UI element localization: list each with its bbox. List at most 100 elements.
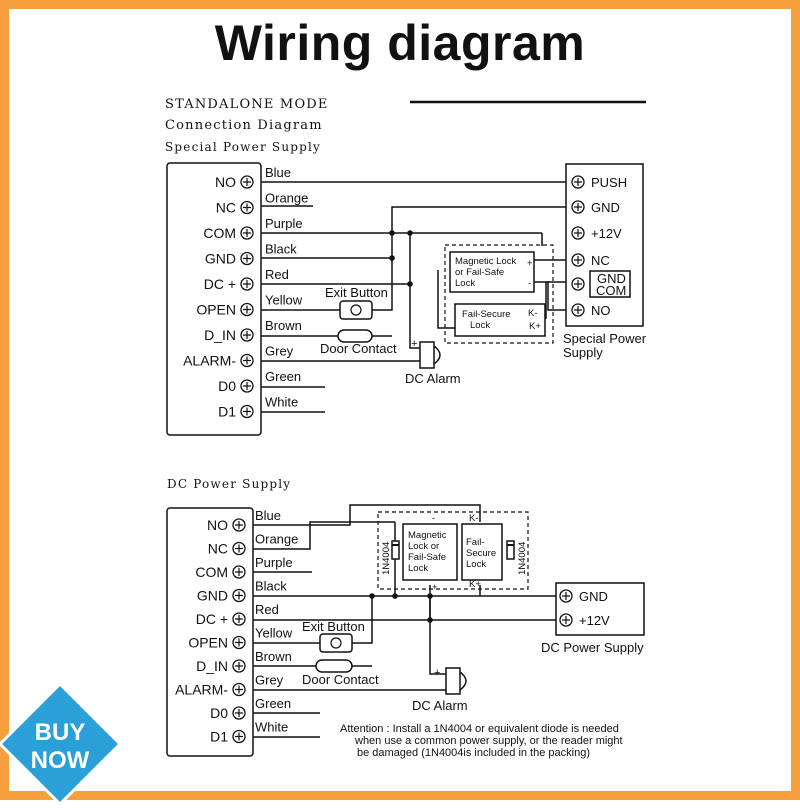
special-psu-box xyxy=(565,163,644,327)
failsecure-bottom xyxy=(461,523,503,581)
maglock-line3-top: Lock xyxy=(455,278,475,289)
bottom-terminal-label: NC xyxy=(208,541,228,557)
bottom-wire-color-label: Purple xyxy=(255,555,293,570)
bottom-terminal-screw-icon xyxy=(232,729,246,744)
failsecure-b-kplus: K+ xyxy=(469,579,481,590)
maglock-b-minus: - xyxy=(432,513,435,524)
top-wire-color-label: Yellow xyxy=(265,293,303,308)
top-terminal-screw-icon xyxy=(240,404,254,419)
alarm-plus-top: + xyxy=(411,338,417,350)
bottom-terminal-label: NO xyxy=(207,517,228,533)
dc-supply-heading: DC Power Supply xyxy=(167,477,291,491)
psu-bottom-terminal-label: GND xyxy=(579,589,608,604)
diode-right-label: 1N4004 xyxy=(517,542,528,575)
dc-alarm-label-bottom: DC Alarm xyxy=(412,698,468,713)
top-terminal-label: NC xyxy=(216,200,236,216)
top-wire-color-label: Blue xyxy=(265,165,291,180)
door-contact-top xyxy=(337,329,373,343)
exit-button-label-bottom: Exit Button xyxy=(302,619,365,634)
top-wire-color-label: Purple xyxy=(265,216,303,231)
bottom-terminal-screw-icon xyxy=(232,635,246,650)
maglock-minus-top: - xyxy=(528,278,531,289)
bottom-wire-color-label: Green xyxy=(255,696,291,711)
bottom-terminal-label: ALARM- xyxy=(175,682,228,698)
maglock-b-line1: Magnetic xyxy=(408,530,447,541)
diode-right xyxy=(506,540,515,560)
wires-bottom xyxy=(253,504,556,738)
top-terminal-label: D1 xyxy=(218,404,236,420)
dc-psu-box xyxy=(555,582,645,636)
top-terminal-screw-icon xyxy=(240,175,254,189)
badge-line2: NOW xyxy=(31,747,90,774)
top-terminal-screw-icon xyxy=(240,302,254,317)
bottom-terminal-label: D0 xyxy=(210,705,228,721)
failsecure-b-line2: Secure xyxy=(466,548,496,559)
top-terminal-label: D0 xyxy=(218,378,236,394)
psu-label-line1: Special Power xyxy=(563,331,647,346)
bottom-wire-color-label: Blue xyxy=(255,508,281,523)
bottom-terminal-label: D1 xyxy=(210,729,228,745)
failsecure-b-line3: Lock xyxy=(466,559,486,570)
door-contact-label-bottom: Door Contact xyxy=(302,672,379,687)
bottom-terminal-screw-icon xyxy=(232,541,246,556)
top-terminal-label: NO xyxy=(215,174,236,190)
psu-label-line2: Supply xyxy=(563,345,603,360)
bottom-terminal-screw-icon xyxy=(232,612,246,626)
buy-now-badge[interactable]: BUY NOW xyxy=(0,680,124,808)
bottom-wire-color-label: White xyxy=(255,720,288,735)
psu-com-label: COM xyxy=(596,283,626,298)
dc-alarm-label-top: DC Alarm xyxy=(405,371,461,386)
diode-left-label: 1N4004 xyxy=(381,542,392,575)
maglock-b-plus: + xyxy=(432,582,438,593)
bottom-terminal-label: D_IN xyxy=(196,658,228,674)
bottom-terminal-label: OPEN xyxy=(188,635,228,651)
bottom-terminal-screw-icon xyxy=(232,565,246,579)
psu-top-terminal-label: NC xyxy=(591,253,610,268)
top-terminal-screw-icon xyxy=(240,251,254,266)
bottom-wire-color-label: Red xyxy=(255,602,279,617)
top-wire-color-label: Red xyxy=(265,267,289,282)
top-wire-color-label: White xyxy=(265,395,298,410)
maglock-b-line3: Fail-Safe xyxy=(408,552,446,563)
top-terminal-screw-icon xyxy=(240,379,254,393)
psu-bottom-screw-icon xyxy=(559,589,573,603)
door-contact-label-top: Door Contact xyxy=(320,341,397,356)
top-terminal-screw-icon xyxy=(240,200,254,215)
psu-terminals-bottom: GND +12V xyxy=(559,589,610,628)
bottom-wire-color-label: Yellow xyxy=(255,626,293,641)
special-supply-heading: Special Power Supply xyxy=(165,140,321,154)
maglock-line1-top: Magnetic Lock xyxy=(455,256,517,267)
maglock-plus-top: + xyxy=(527,258,533,269)
bottom-wire-color-label: Orange xyxy=(255,532,298,547)
top-terminal-screw-icon xyxy=(240,226,254,240)
lock-group-bottom xyxy=(377,511,529,590)
psu-top-screw-icon xyxy=(571,175,585,189)
attention-line1: Attention : Install a 1N4004 or equivale… xyxy=(340,723,619,735)
top-terminal-screw-icon xyxy=(240,353,254,368)
top-terminal-label: ALARM- xyxy=(183,353,236,369)
attention-line3: be damaged (1N4004is included in the pac… xyxy=(357,747,590,759)
bottom-wire-color-label: Brown xyxy=(255,649,292,664)
controller-box-bottom xyxy=(166,507,254,757)
dc-psu-label: DC Power Supply xyxy=(541,640,644,655)
bottom-wire-color-label: Grey xyxy=(255,673,284,688)
connection-diagram-label: Connection Diagram xyxy=(165,118,323,133)
psu-gnd-label: GND xyxy=(597,271,626,286)
bottom-terminal-label: COM xyxy=(195,564,228,580)
psu-bottom-terminal-label: +12V xyxy=(579,613,610,628)
top-terminal-screw-icon xyxy=(240,277,254,291)
maglock-line2-top: or Fail-Safe xyxy=(455,267,504,278)
failsecure-kplus-top: K+ xyxy=(529,321,541,332)
bottom-terminal-screw-icon xyxy=(232,706,246,720)
door-contact-bottom xyxy=(315,659,353,673)
alarm-plus-bottom: + xyxy=(434,667,440,679)
top-wire-color-label: Orange xyxy=(265,191,308,206)
failsecure-line1-top: Fail-Secure xyxy=(462,309,511,320)
top-terminal-label: GND xyxy=(205,251,236,267)
page-title: Wiring diagram xyxy=(214,15,586,71)
bottom-terminal-label: DC + xyxy=(196,611,228,627)
